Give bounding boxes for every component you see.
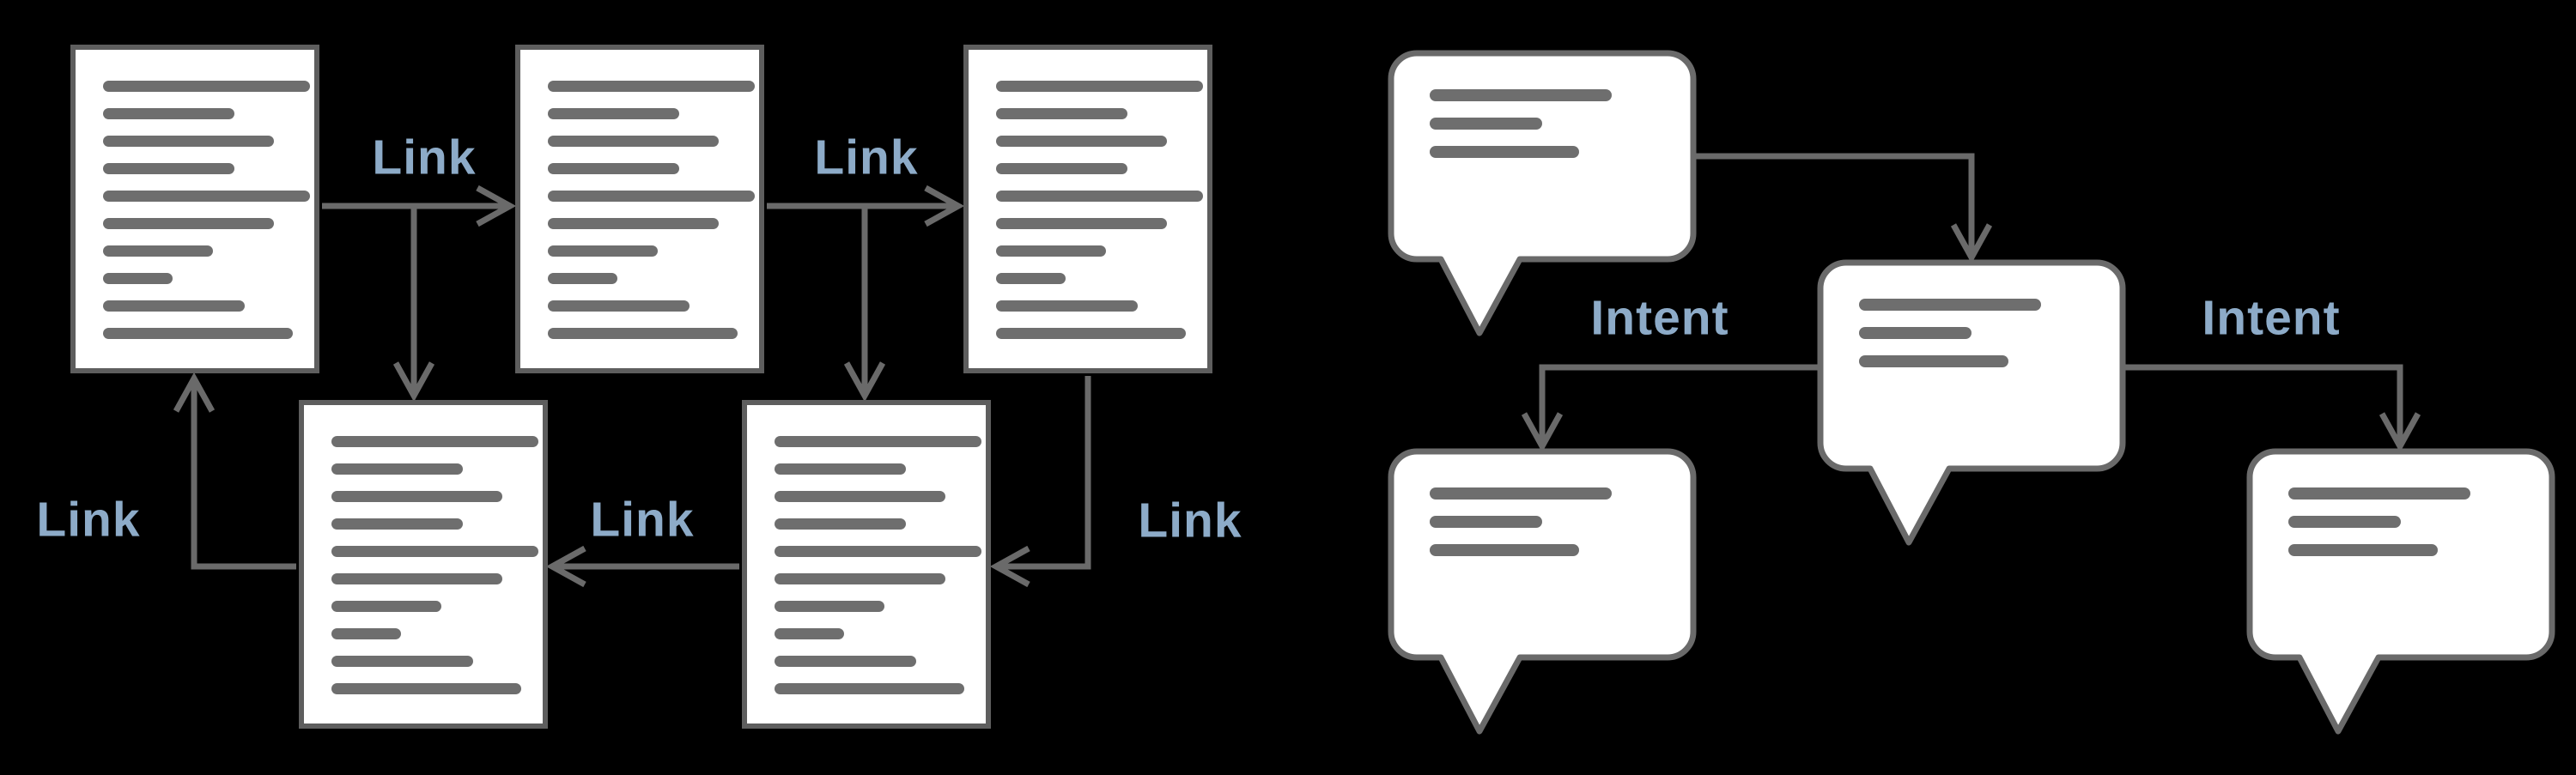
document-placeholder-text (747, 405, 986, 724)
document-node-2 (515, 45, 764, 373)
placeholder-text-line (996, 300, 1138, 312)
bubble-placeholder-text (1430, 89, 1612, 158)
placeholder-text-line (548, 300, 690, 312)
placeholder-text-line (331, 491, 503, 502)
placeholder-text-line (775, 573, 946, 584)
placeholder-text-line (1859, 299, 2041, 311)
placeholder-text-line (548, 136, 720, 147)
placeholder-text-line (331, 683, 522, 694)
placeholder-text-line (775, 518, 906, 530)
placeholder-text-line (548, 108, 679, 119)
placeholder-text-line (103, 81, 311, 92)
placeholder-text-line (996, 191, 1204, 202)
placeholder-text-line (775, 463, 906, 475)
arrow-doc5-doc4 (545, 545, 739, 588)
placeholder-text-line (103, 136, 275, 147)
placeholder-text-line (1859, 327, 1972, 339)
arrow-doc4-doc1 (173, 372, 296, 570)
placeholder-text-line (548, 273, 618, 284)
edge-label-link-2: Link (814, 130, 919, 185)
edge-label-link-1: Link (372, 130, 477, 185)
bubble-placeholder-text (2288, 487, 2470, 556)
document-placeholder-text (76, 50, 314, 368)
placeholder-text-line (103, 328, 294, 339)
bubble-placeholder-text (1859, 299, 2041, 367)
placeholder-text-line (1430, 89, 1612, 101)
placeholder-text-line (103, 245, 213, 257)
placeholder-text-line (331, 601, 441, 612)
placeholder-text-line (996, 328, 1187, 339)
placeholder-text-line (775, 436, 982, 447)
placeholder-text-line (1430, 118, 1543, 130)
edge-label-link-3: Link (1138, 493, 1242, 548)
edge-label-link-4: Link (590, 492, 695, 548)
placeholder-text-line (548, 163, 679, 174)
placeholder-text-line (331, 463, 463, 475)
placeholder-text-line (103, 300, 245, 312)
placeholder-text-line (331, 628, 402, 639)
edge-label-intent-1: Intent (1590, 290, 1729, 346)
placeholder-text-line (103, 163, 234, 174)
placeholder-text-line (331, 518, 463, 530)
placeholder-text-line (103, 108, 234, 119)
document-node-4 (299, 400, 548, 729)
placeholder-text-line (2288, 516, 2402, 528)
placeholder-text-line (1430, 146, 1579, 158)
document-node-1 (70, 45, 319, 373)
placeholder-text-line (996, 273, 1066, 284)
placeholder-text-line (775, 601, 884, 612)
placeholder-text-line (775, 656, 916, 667)
placeholder-text-line (548, 245, 658, 257)
placeholder-text-line (2288, 544, 2438, 556)
arrow-bubble2-bubble3 (1521, 364, 1818, 453)
document-node-5 (742, 400, 991, 729)
placeholder-text-line (996, 81, 1204, 92)
arrow-doc2-doc5-branch (843, 206, 886, 403)
placeholder-text-line (996, 163, 1127, 174)
placeholder-text-line (331, 436, 539, 447)
placeholder-text-line (996, 136, 1168, 147)
arrow-doc1-doc4-branch (392, 206, 435, 403)
placeholder-text-line (331, 656, 473, 667)
bubble-placeholder-text (1430, 487, 1612, 556)
placeholder-text-line (103, 218, 275, 229)
document-placeholder-text (304, 405, 543, 724)
placeholder-text-line (996, 108, 1127, 119)
placeholder-text-line (775, 628, 845, 639)
document-node-3 (963, 45, 1212, 373)
arrow-doc3-doc5 (989, 376, 1091, 588)
edge-label-intent-2: Intent (2202, 290, 2341, 346)
placeholder-text-line (775, 546, 982, 557)
placeholder-text-line (1430, 516, 1543, 528)
placeholder-text-line (331, 573, 503, 584)
placeholder-text-line (1430, 544, 1579, 556)
placeholder-text-line (1430, 487, 1612, 500)
placeholder-text-line (996, 245, 1106, 257)
placeholder-text-line (548, 328, 738, 339)
placeholder-text-line (2288, 487, 2470, 500)
document-placeholder-text (520, 50, 759, 368)
placeholder-text-line (548, 218, 720, 229)
placeholder-text-line (548, 191, 756, 202)
placeholder-text-line (103, 273, 173, 284)
arrow-bubble2-bubble4 (2123, 364, 2421, 453)
placeholder-text-line (775, 683, 965, 694)
edge-label-link-5: Link (36, 492, 141, 548)
placeholder-text-line (996, 218, 1168, 229)
placeholder-text-line (103, 191, 311, 202)
placeholder-text-line (775, 491, 946, 502)
document-placeholder-text (969, 50, 1207, 368)
placeholder-text-line (331, 546, 539, 557)
arrow-bubble1-bubble2 (1696, 153, 1993, 264)
placeholder-text-line (548, 81, 756, 92)
placeholder-text-line (1859, 355, 2008, 367)
